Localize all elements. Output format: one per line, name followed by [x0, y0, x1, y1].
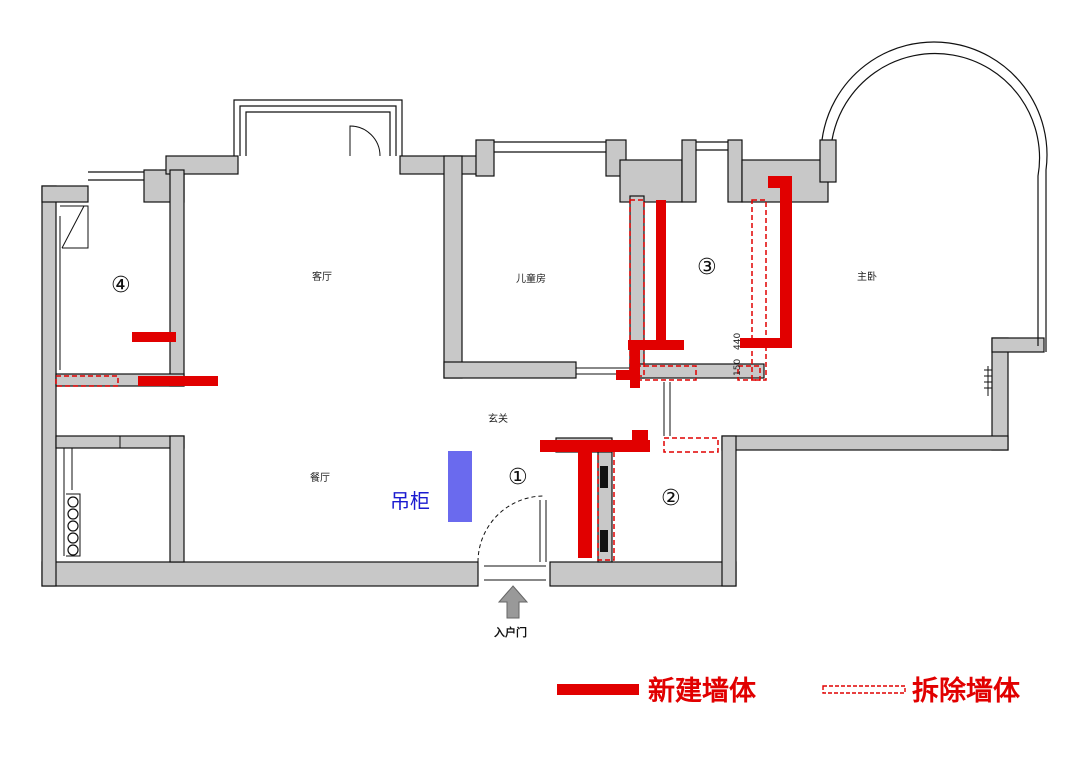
legend-demolish-label: 拆除墙体 [912, 675, 1021, 707]
marker-4: ④ [111, 273, 131, 298]
heater-grill [984, 366, 992, 396]
new-walls [132, 176, 792, 558]
legend-demolish-swatch [822, 685, 906, 694]
entrance-door-swing [477, 495, 545, 563]
legend: 新建墙体 拆除墙体 [557, 675, 1021, 707]
legend-new-wall-swatch [557, 684, 639, 695]
stove-icon [67, 496, 79, 556]
existing-walls [41, 139, 1045, 587]
fixtures [600, 466, 608, 552]
room-label-master: 主卧 [857, 270, 877, 283]
legend-new-wall-label: 新建墙体 [648, 675, 757, 707]
interior-lines [55, 125, 671, 586]
room-label-living: 客厅 [312, 270, 332, 283]
room-label-children: 儿童房 [516, 272, 546, 285]
marker-1: ① [508, 465, 528, 490]
entrance-label: 入户门 [494, 625, 527, 639]
marker-3: ③ [697, 255, 717, 280]
room-label-foyer: 玄关 [488, 412, 508, 425]
room-label-dining: 餐厅 [310, 471, 330, 484]
marker-2: ② [661, 486, 681, 511]
entrance-arrow-icon [497, 585, 529, 619]
dimension-440: 440 [733, 333, 743, 350]
balconies [88, 41, 1048, 352]
cabinet-label: 吊柜 [390, 489, 430, 513]
hanging-cabinet [448, 451, 472, 522]
dimension-150: 150 [733, 359, 743, 376]
